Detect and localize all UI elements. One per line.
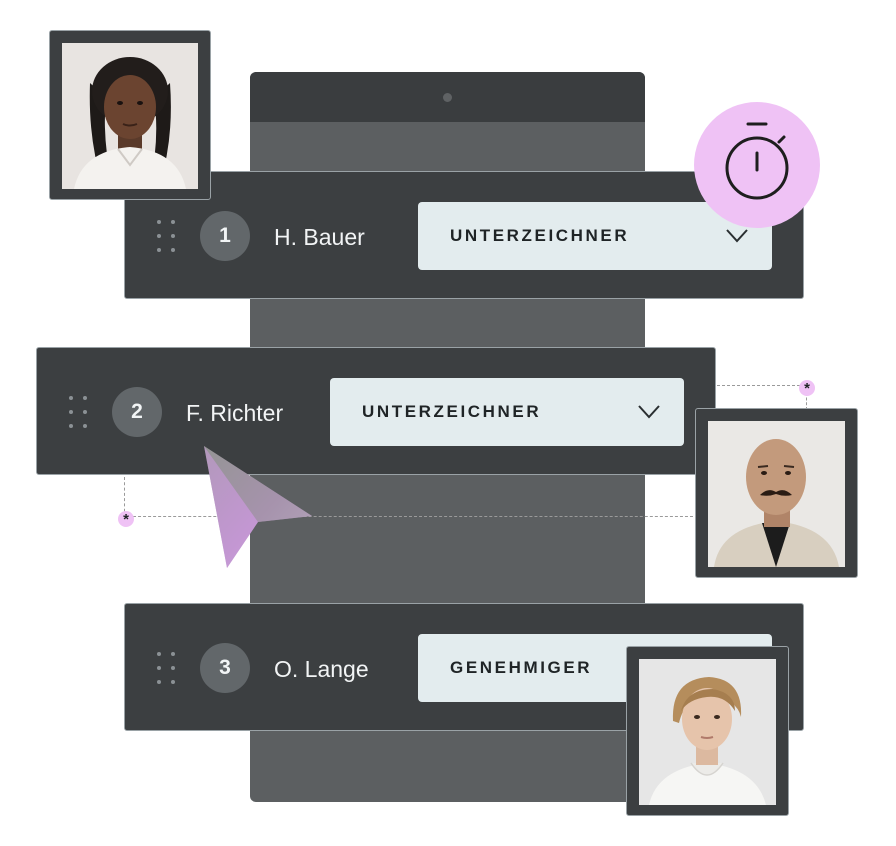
drag-handle-icon[interactable] [157,220,179,254]
role-dropdown-value: UNTERZEICHNER [362,402,542,421]
role-dropdown-value: UNTERZEICHNER [450,226,630,245]
send-arrow-icon [204,446,312,568]
signer-name: H. Bauer [274,224,365,250]
signer-number-badge: 1 [200,211,250,261]
marker-asterisk: * [799,380,815,396]
marker-asterisk: * [118,511,134,527]
signer-name: O. Lange [274,656,369,682]
stopwatch-icon [725,122,789,200]
signer-name: F. Richter [186,400,284,426]
signer-row-2[interactable]: 2 F. Richter UNTERZEICHNER [36,347,716,475]
signer-row-1[interactable]: 1 H. Bauer UNTERZEICHNER [124,171,804,299]
signer-number-badge: 2 [112,387,162,437]
device-top-bar [250,72,645,122]
stopwatch-badge [694,102,820,228]
signer-number-badge: 3 [200,643,250,693]
avatar-photo-1 [49,30,211,200]
connector-line [128,516,698,517]
drag-handle-icon[interactable] [157,652,179,686]
role-dropdown[interactable]: UNTERZEICHNER [418,202,772,270]
avatar-photo-3 [626,646,789,816]
role-dropdown[interactable]: UNTERZEICHNER [330,378,684,446]
connector-line [124,477,125,517]
chevron-down-icon[interactable] [726,229,748,243]
connector-line [712,385,805,386]
portrait-woman-braids [62,43,198,189]
chevron-down-icon[interactable] [638,405,660,419]
camera-dot [443,93,452,102]
role-dropdown-value: GENEHMIGER [450,658,593,677]
connector-line [806,388,807,410]
avatar-photo-2 [695,408,858,578]
portrait-blonde-woman [639,659,776,805]
drag-handle-icon[interactable] [69,396,91,430]
portrait-bald-man [708,421,845,567]
